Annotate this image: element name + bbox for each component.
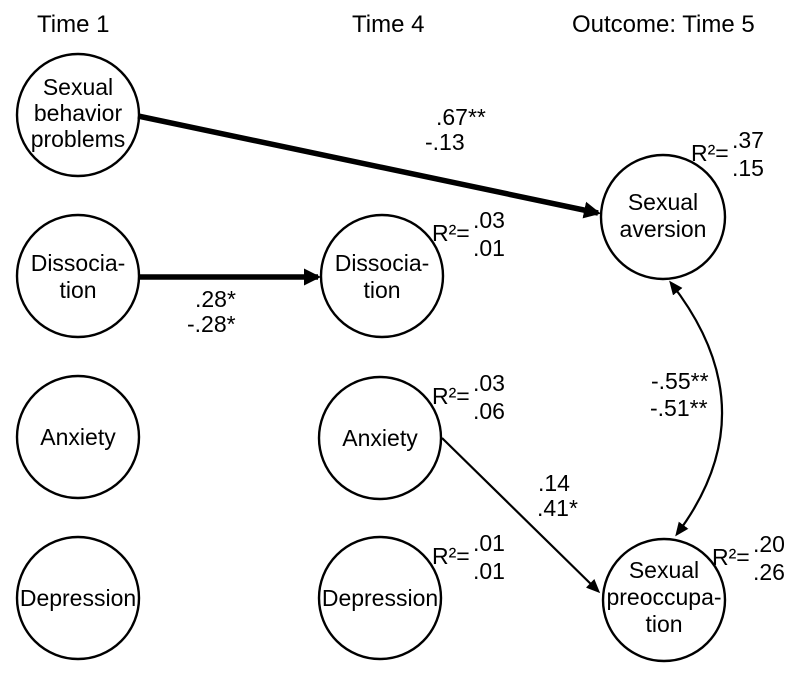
r2-value-bottom: .01 [473, 235, 505, 261]
dissociation-t1-label-line1: Dissocia- [31, 250, 126, 276]
sexual-aversion-circle [599, 153, 727, 281]
r2-value-bottom: .15 [732, 155, 764, 181]
anxiety-t4-circle [317, 375, 443, 501]
node-anxiety-t4: Anxiety R²= .03 .06 [317, 370, 505, 501]
r2-label-anxiety-t4: R²= .03 .06 [432, 370, 505, 424]
node-sexual-preoccupation: Sexual preoccupa- tion R²= .20 .26 [601, 531, 785, 663]
anxiety-t1-circle [15, 374, 141, 500]
anxiety-t1-label: Anxiety [40, 424, 116, 450]
sexual-preoccupation-label-line1: Sexual [629, 557, 699, 583]
aversion-preoccupation-double-arrow [669, 280, 724, 537]
r2-prefix: R²= [691, 140, 729, 166]
depression-t1-circle [15, 535, 141, 661]
r2-label-sexual-preoccupation: R²= .20 .26 [712, 531, 785, 585]
node-sexual-behavior-problems: Sexual behavior problems [15, 52, 141, 178]
r2-value-bottom: .06 [473, 398, 505, 424]
sexual-preoccupation-circle [601, 537, 727, 663]
coef-bottom: -.28* [187, 311, 236, 337]
sexual-behavior-problems-label-line1: Sexual [43, 74, 113, 100]
r2-label-dissociation-t4: R²= .03 .01 [432, 207, 505, 261]
column-header-outcome-time5: Outcome: Time 5 [572, 11, 755, 38]
r2-label-sexual-aversion: R²= .37 .15 [691, 127, 764, 181]
depression-t1-label: Depression [20, 585, 136, 611]
path-aversion-preoccupation-covariance: -.55** -.51** [650, 280, 724, 537]
r2-value-top: .03 [473, 370, 505, 396]
r2-value-top: .20 [753, 531, 785, 557]
dissociation-t1-circle [15, 213, 141, 339]
r2-label-depression-t4: R²= .01 .01 [432, 530, 505, 584]
coef-top: .14 [538, 470, 570, 496]
coef-top: .67** [436, 104, 486, 130]
coef-top: -.55** [651, 368, 709, 394]
node-depression-t1: Depression [15, 535, 141, 661]
coef-bottom: -.51** [650, 395, 708, 421]
sexual-aversion-label-line2: aversion [620, 216, 707, 242]
sbp-to-aversion-arrow [137, 113, 601, 219]
depression-t4-circle [317, 535, 443, 661]
node-sexual-aversion: Sexual aversion R²= .37 .15 [599, 127, 764, 281]
r2-prefix: R²= [432, 220, 470, 246]
sexual-preoccupation-label-line3: tion [645, 611, 682, 637]
sexual-behavior-problems-label-line3: problems [31, 126, 126, 152]
r2-value-bottom: .01 [473, 558, 505, 584]
sexual-aversion-label-line1: Sexual [628, 189, 698, 215]
anxiety-to-preoccupation-arrow [441, 437, 601, 594]
sexual-behavior-problems-label-line2: behavior [34, 100, 123, 126]
column-header-time1: Time 1 [37, 11, 109, 38]
path-sbp-to-sexual-aversion: .67** -.13 [137, 104, 601, 219]
dissociation-t4-label-line2: tion [363, 277, 400, 303]
path-dissociation-t1-to-t4: .28* -.28* [140, 268, 321, 337]
r2-prefix: R²= [432, 543, 470, 569]
node-dissociation-t1: Dissocia- tion [15, 213, 141, 339]
sexual-preoccupation-label-line2: preoccupa- [606, 584, 721, 610]
node-depression-t4: Depression R²= .01 .01 [317, 530, 505, 661]
r2-value-top: .01 [473, 530, 505, 556]
coef-bottom: -.13 [425, 129, 465, 155]
node-dissociation-t4: Dissocia- tion R²= .03 .01 [319, 207, 505, 339]
r2-value-top: .03 [473, 207, 505, 233]
anxiety-t4-label: Anxiety [342, 425, 418, 451]
path-anxiety-t4-to-preoccupation: .14 .41* [441, 437, 601, 594]
dissociation-t4-circle [319, 213, 445, 339]
column-header-time4: Time 4 [352, 11, 424, 38]
depression-t4-label: Depression [322, 585, 438, 611]
r2-prefix: R²= [712, 544, 750, 570]
coef-bottom: .41* [537, 495, 578, 521]
dissociation-t1-label-line2: tion [59, 277, 96, 303]
r2-value-top: .37 [732, 127, 764, 153]
r2-value-bottom: .26 [753, 559, 785, 585]
node-anxiety-t1: Anxiety [15, 374, 141, 500]
dissociation-t4-label-line1: Dissocia- [335, 250, 430, 276]
coef-top: .28* [195, 286, 236, 312]
r2-prefix: R²= [432, 383, 470, 409]
